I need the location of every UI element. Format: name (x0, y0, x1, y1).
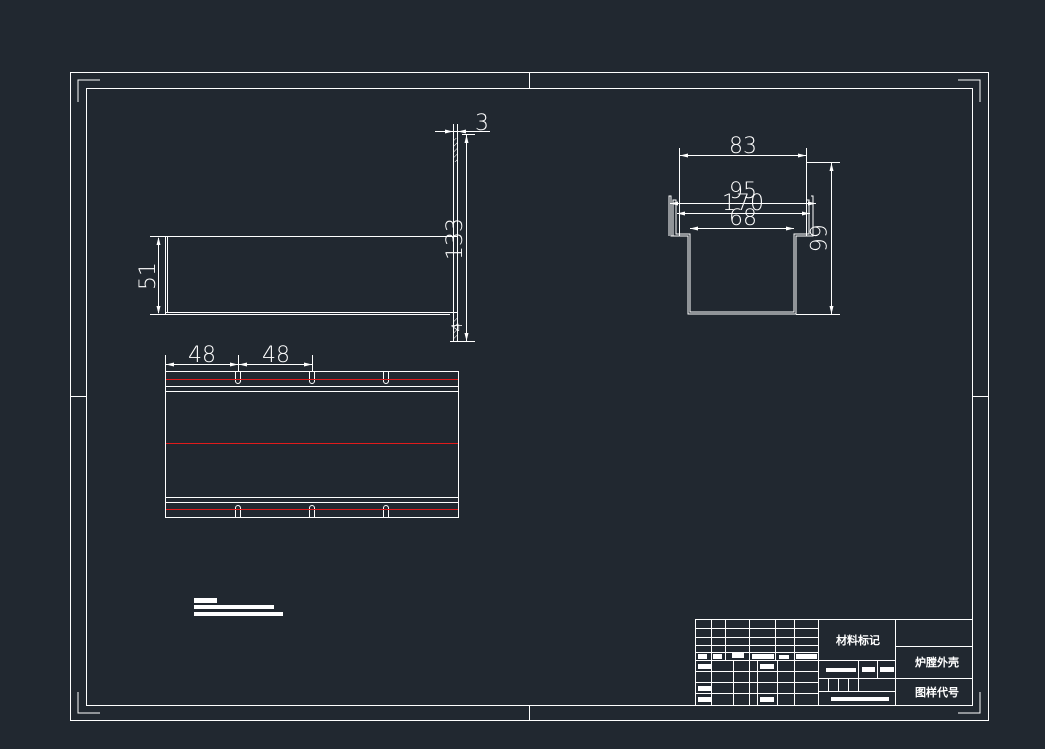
cell-text (698, 664, 712, 669)
arrow (464, 333, 469, 341)
dim-text-side-height: 51 (136, 262, 161, 290)
arrow (829, 306, 834, 314)
note-line-3 (194, 612, 283, 616)
arrow (677, 211, 685, 216)
arrow (670, 201, 678, 206)
cell-text (752, 654, 774, 659)
plan-view (165, 355, 459, 518)
drawing-code-label: 图样代号 (915, 685, 959, 699)
trim-mark-tr (958, 79, 981, 102)
technical-notes (194, 598, 283, 616)
notch-top-3 (383, 371, 389, 384)
section-view (668, 148, 840, 315)
arrow (798, 153, 806, 158)
arrow (304, 362, 312, 367)
center-lines (166, 379, 458, 510)
arrow (786, 226, 794, 231)
title-block (695, 619, 973, 706)
cell-text (880, 667, 894, 672)
channel-inner (672, 199, 810, 313)
cell-text (826, 668, 856, 672)
material-label: 材料标记 (836, 633, 880, 647)
dim-text-top-width: 83 (729, 134, 757, 159)
sheet-frame (70, 72, 989, 721)
hatch-top (454, 138, 457, 162)
dim-text-notch-pitch-1: 48 (188, 343, 216, 368)
dim-text-width-95: 95 (729, 179, 757, 204)
cell-text (862, 667, 875, 672)
trim-mark-bl (77, 692, 100, 714)
cell-text (713, 654, 722, 659)
cell-text (698, 697, 712, 702)
arrow (690, 226, 698, 231)
arrow (445, 129, 453, 134)
cell-text (796, 654, 817, 659)
arrow (239, 362, 247, 367)
cell-text (779, 655, 789, 659)
notch-bottom-3 (383, 505, 389, 518)
notch-top-1 (235, 371, 241, 384)
cell-text (760, 697, 774, 702)
trim-mark-tl (77, 79, 100, 102)
arrow (156, 306, 161, 314)
arrow (680, 153, 688, 158)
arrow (808, 201, 816, 206)
hatch-bottom (454, 318, 457, 342)
part-name: 炉膛外壳 (915, 655, 959, 669)
dim-text-thickness: 3 (475, 111, 489, 136)
arrow (166, 362, 174, 367)
note-line-2 (194, 605, 274, 609)
cell-text (698, 686, 712, 691)
title-block-outline (695, 619, 973, 706)
cell-text (698, 654, 707, 659)
dim-text-overall-height: 133 (443, 218, 468, 260)
title-block-fills (698, 653, 894, 702)
arrow (156, 237, 161, 245)
notch-bottom-2 (309, 505, 315, 518)
channel-outer (668, 195, 814, 315)
arrow (464, 135, 469, 143)
front-view (150, 124, 490, 342)
arrow (458, 129, 466, 134)
notch-bottom-1 (235, 505, 241, 518)
dim-text-inner-width: 68 (729, 206, 757, 231)
arrow (829, 163, 834, 171)
outer-border (70, 72, 989, 721)
dim-text-section-height: 66 (804, 224, 829, 252)
dim-text-notch-pitch-2: 48 (262, 343, 290, 368)
cell-text (760, 664, 774, 669)
note-line-1 (194, 598, 217, 603)
flat-pattern-outline (165, 371, 459, 518)
dim-text-width-170: 170 (722, 191, 764, 216)
arrow (230, 362, 238, 367)
cell-text (831, 697, 889, 701)
cell-text (732, 653, 744, 658)
dim-text-small-bottom: 4 (450, 323, 466, 332)
arrow (802, 211, 810, 216)
trim-mark-br (958, 692, 981, 714)
notch-top-2 (309, 371, 315, 384)
